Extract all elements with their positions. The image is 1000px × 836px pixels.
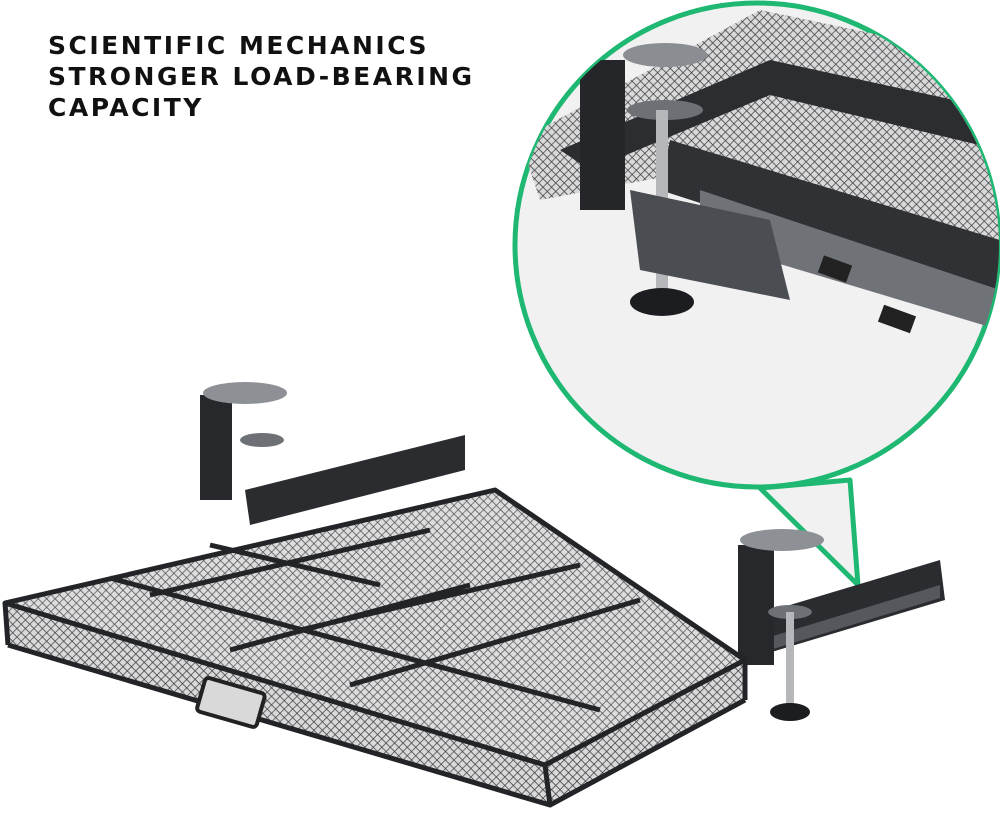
headline-line-2: STRONGER LOAD-BEARING bbox=[48, 62, 475, 91]
headline-line-3: CAPACITY bbox=[48, 93, 204, 122]
headline-line-1: SCIENTIFIC MECHANICS bbox=[48, 31, 430, 60]
under-desk-drawer bbox=[2, 382, 945, 808]
headline: SCIENTIFIC MECHANICS STRONGER LOAD-BEARI… bbox=[48, 30, 475, 123]
clamp-detail-callout bbox=[512, 0, 1000, 588]
